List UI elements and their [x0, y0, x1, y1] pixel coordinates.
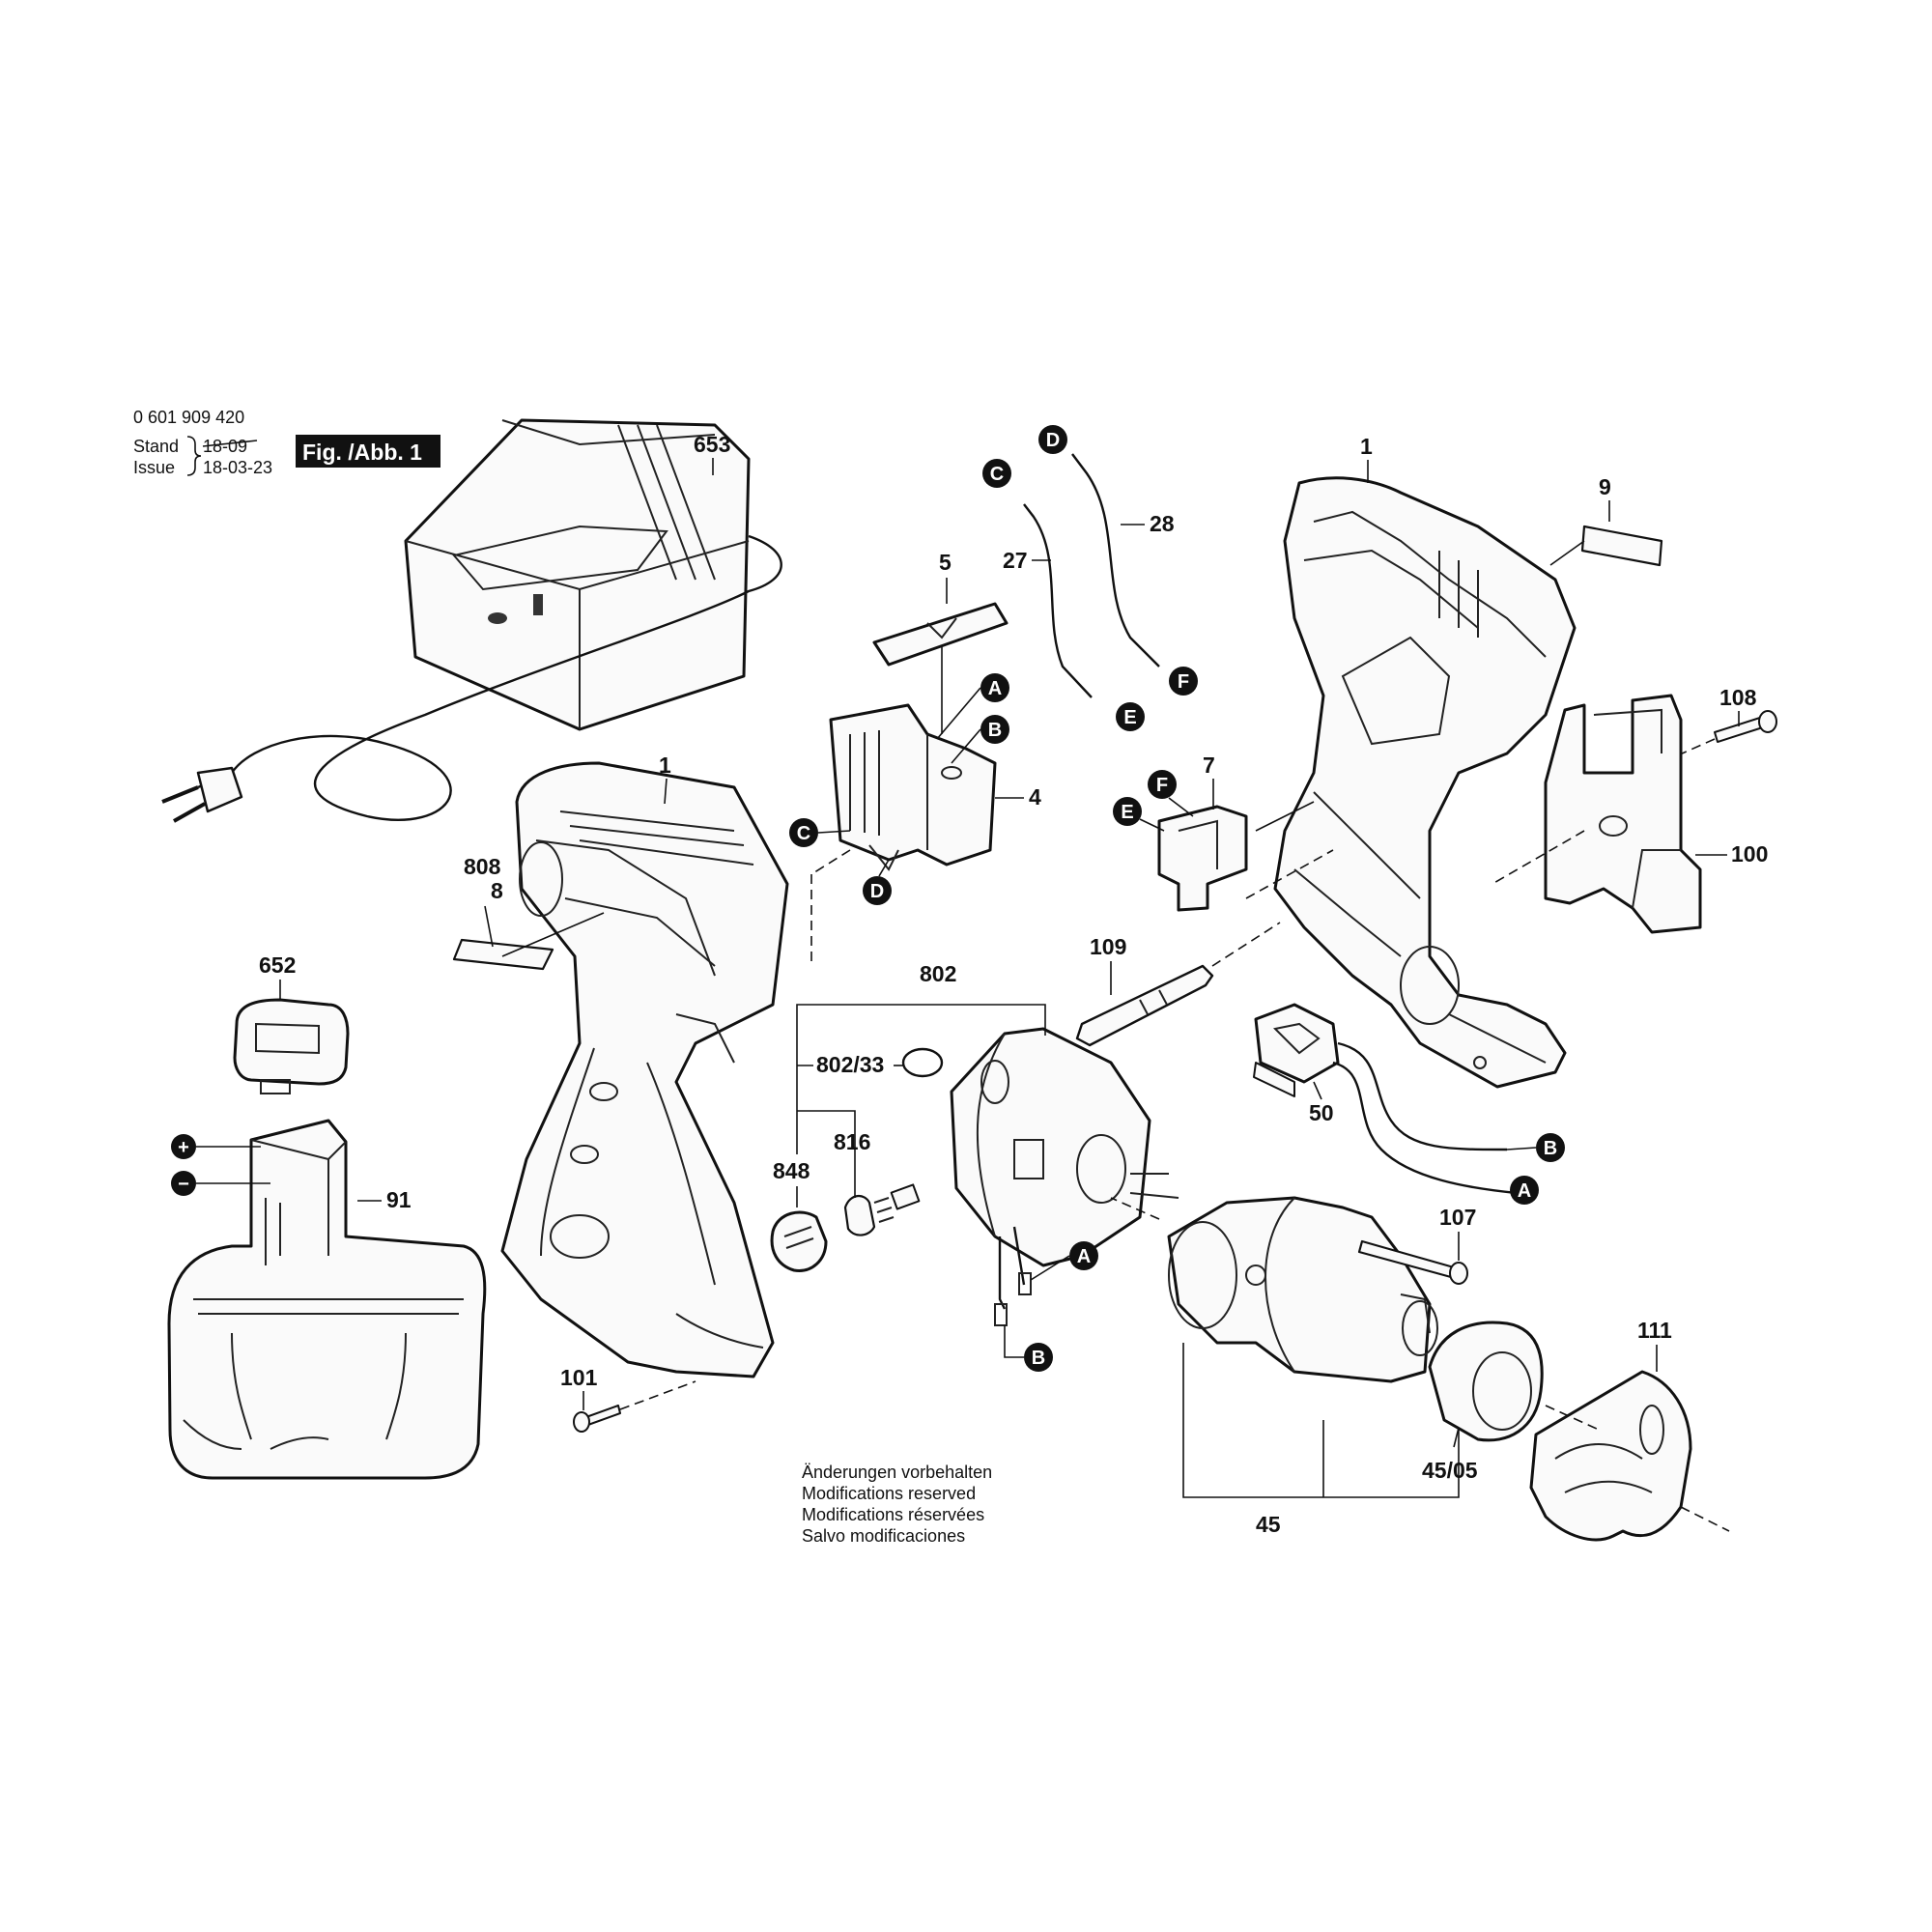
label-816: 816	[834, 1129, 870, 1154]
connector-d-switch: D	[863, 876, 892, 905]
svg-text:B: B	[1544, 1138, 1557, 1159]
label-1-left: 1	[659, 753, 671, 778]
svg-text:F: F	[1178, 671, 1189, 693]
switch-4	[829, 703, 997, 871]
svg-text:A: A	[988, 678, 1002, 699]
slider-5	[872, 602, 1009, 667]
minus-terminal-marker: −	[171, 1171, 270, 1196]
issue-label: Issue	[133, 458, 175, 477]
label-28: 28	[1150, 511, 1175, 536]
module-50	[1253, 1003, 1518, 1195]
label-7: 7	[1203, 753, 1215, 778]
cap-111	[1529, 1370, 1692, 1542]
connector-a-switch: A	[980, 673, 1009, 702]
clip-100	[1544, 694, 1702, 934]
cap-848	[770, 1210, 828, 1272]
label-111: 111	[1637, 1318, 1672, 1343]
stand-label: Stand	[133, 437, 179, 456]
strike-line	[202, 440, 258, 447]
screw-101	[573, 1405, 621, 1433]
label-109: 109	[1090, 934, 1126, 959]
connector-e-top: E	[1116, 702, 1145, 731]
label-27: 27	[1003, 548, 1028, 573]
clip-7	[1157, 805, 1248, 912]
wire-27	[1023, 503, 1093, 698]
label-4: 4	[1029, 784, 1041, 810]
note-line-3: Modifications réservées	[802, 1505, 984, 1524]
connector-a-motor: A	[1069, 1241, 1098, 1270]
connector-c-switch: C	[789, 818, 818, 847]
label-1-right: 1	[1360, 434, 1373, 459]
connector-f-top: F	[1169, 667, 1198, 696]
note-line-2: Modifications reserved	[802, 1484, 976, 1503]
svg-text:E: E	[1123, 707, 1136, 728]
figure-label: Fig. /Abb. 1	[302, 440, 422, 465]
brace	[186, 436, 202, 476]
figure-label-box	[296, 435, 440, 468]
label-652: 652	[259, 952, 296, 978]
label-100: 100	[1731, 841, 1768, 867]
svg-text:C: C	[797, 823, 810, 844]
charger-653	[161, 418, 782, 823]
label-9: 9	[1599, 474, 1611, 499]
label-50: 50	[1309, 1100, 1334, 1125]
connector-b-motor: B	[1024, 1343, 1053, 1372]
label-101: 101	[560, 1365, 598, 1390]
svg-text:F: F	[1156, 775, 1168, 796]
svg-text:D: D	[1046, 430, 1060, 451]
label-653: 653	[694, 432, 730, 457]
label-5: 5	[939, 550, 952, 575]
label-107: 107	[1439, 1205, 1476, 1230]
connector-c-top: C	[982, 459, 1011, 488]
label-45: 45	[1256, 1512, 1281, 1537]
label-848: 848	[773, 1158, 810, 1183]
screw-108	[1714, 710, 1777, 743]
label-802-33: 802/33	[816, 1052, 884, 1077]
svg-text:C: C	[990, 464, 1004, 485]
bit-109	[1075, 964, 1214, 1047]
connector-f-clip: F	[1148, 770, 1177, 799]
screw-107	[1357, 1239, 1468, 1285]
sleeve-45-05	[1428, 1321, 1544, 1442]
connector-a-right: A	[1510, 1176, 1539, 1205]
connector-e-clip: E	[1113, 797, 1142, 826]
svg-text:A: A	[1077, 1246, 1091, 1267]
svg-text:E: E	[1121, 802, 1133, 823]
minus-sign: −	[178, 1174, 189, 1195]
connector-d-top: D	[1038, 425, 1067, 454]
svg-text:A: A	[1518, 1180, 1531, 1202]
issue-value: 18-03-23	[203, 458, 272, 477]
label-108: 108	[1719, 685, 1757, 710]
stand-value: 18-09	[203, 437, 247, 456]
battery-cap-652	[233, 998, 350, 1094]
modification-notes: Änderungen vorbehalten Modifications res…	[802, 1463, 992, 1546]
motor-802	[950, 1027, 1179, 1326]
plus-terminal-marker: +	[171, 1134, 261, 1159]
note-line-4: Salvo modificaciones	[802, 1526, 965, 1546]
wire-28	[1071, 453, 1160, 668]
brush-816	[843, 1183, 921, 1236]
label-91: 91	[386, 1187, 412, 1212]
connector-b-switch: B	[980, 715, 1009, 744]
label-802: 802	[920, 961, 956, 986]
svg-text:D: D	[870, 881, 884, 902]
label-808: 808	[464, 854, 501, 879]
svg-text:B: B	[988, 720, 1002, 741]
part-number: 0 601 909 420	[133, 408, 244, 427]
label-45-05: 45/05	[1422, 1458, 1478, 1483]
header: 0 601 909 420 Stand 18-09 Issue 18-03-23…	[133, 408, 440, 477]
housing-left	[500, 761, 789, 1378]
gearbox-45	[1167, 1196, 1438, 1383]
svg-text:B: B	[1032, 1348, 1045, 1369]
housing-right	[1273, 476, 1577, 1089]
plus-sign: +	[178, 1137, 189, 1158]
note-line-1: Änderungen vorbehalten	[802, 1463, 992, 1482]
label-8: 8	[491, 878, 503, 903]
connector-b-right: B	[1536, 1133, 1565, 1162]
battery-91	[167, 1119, 487, 1480]
